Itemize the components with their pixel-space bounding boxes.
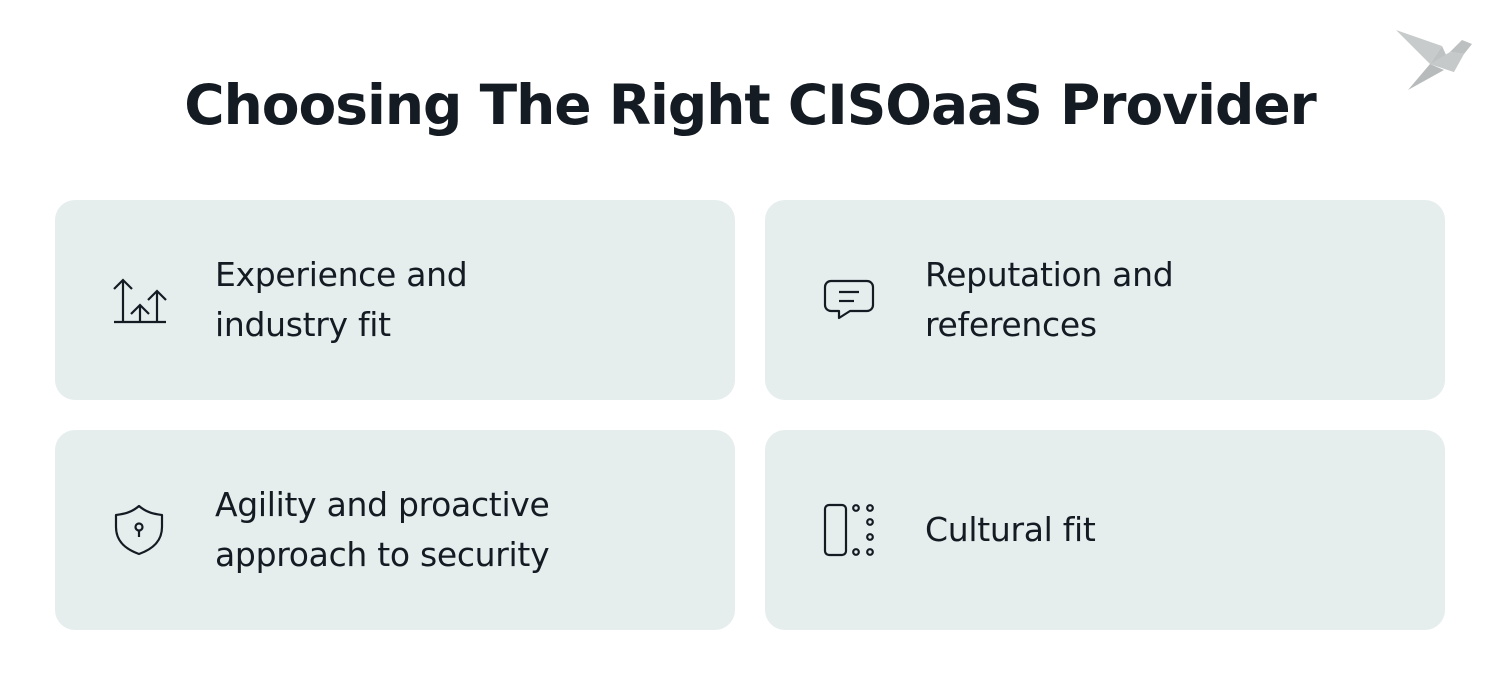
card-experience-industry-fit: Experience and industry fit <box>55 200 735 400</box>
card-reputation-references: Reputation and references <box>765 200 1445 400</box>
card-label: Cultural fit <box>925 510 1096 549</box>
shield-lock-icon <box>111 502 167 558</box>
page-title: Choosing The Right CISOaaS Provider <box>184 73 1317 137</box>
device-dots-icon <box>821 502 877 558</box>
card-label: Agility and proactive approach to securi… <box>215 485 550 574</box>
chat-bubble-icon <box>821 272 877 328</box>
card-label: Experience and industry fit <box>215 255 468 344</box>
card-cultural-fit: Cultural fit <box>765 430 1445 630</box>
growth-arrows-icon <box>111 272 167 328</box>
card-agility-proactive-security: Agility and proactive approach to securi… <box>55 430 735 630</box>
origami-bird-logo-icon <box>1392 28 1472 92</box>
card-label: Reputation and references <box>925 255 1174 344</box>
